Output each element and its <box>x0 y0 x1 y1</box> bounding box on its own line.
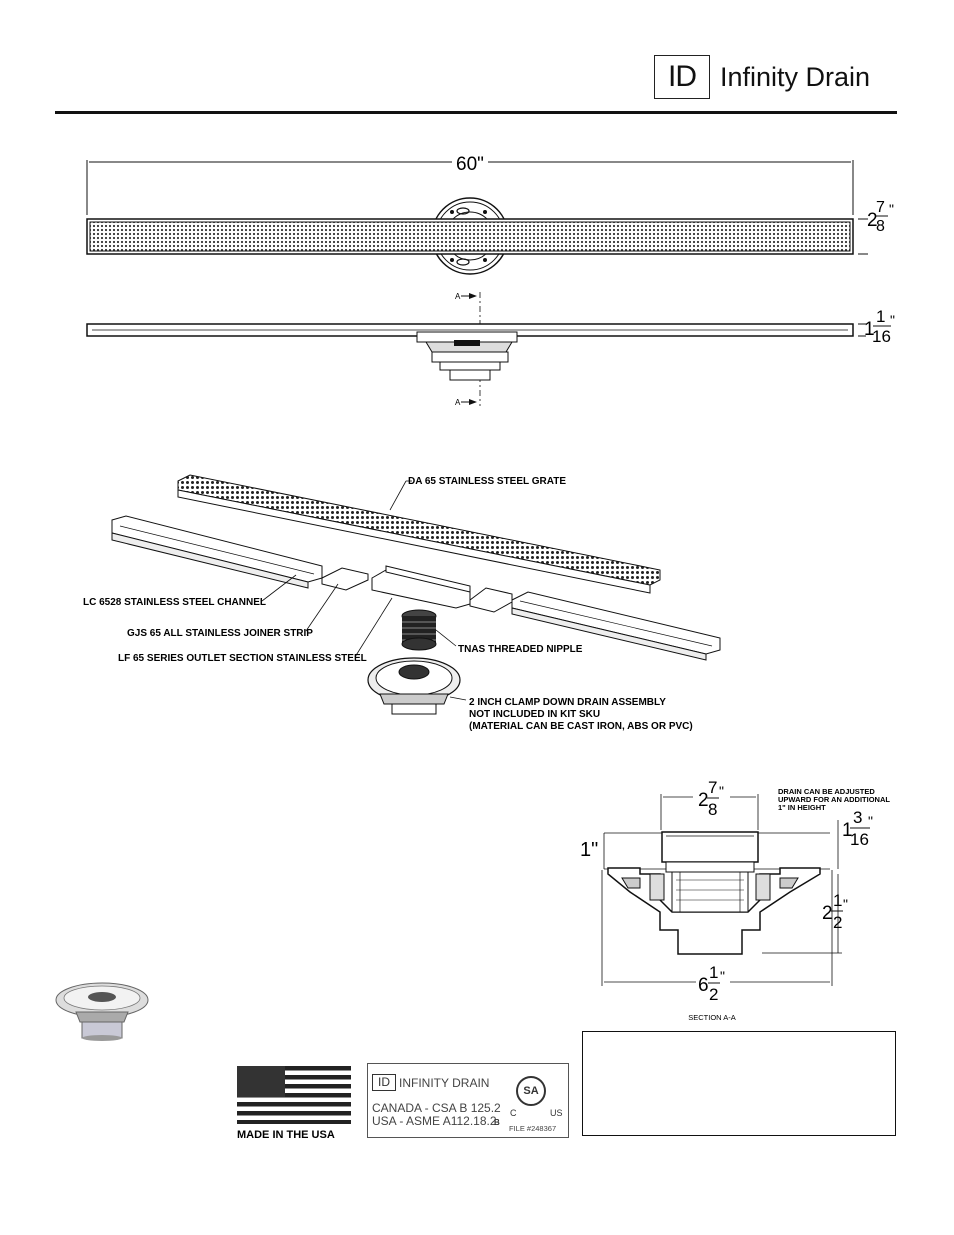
section-top-numerator: 7 <box>708 778 717 797</box>
section-bottom-denominator: 2 <box>709 985 718 1004</box>
cert-brand: INFINITY DRAIN <box>399 1076 490 1090</box>
usa-flag <box>237 1066 351 1124</box>
section-upper-unit: " <box>868 813 873 829</box>
cert-line-1: CANADA - CSA B 125.2 <box>372 1101 501 1115</box>
adjust-note-3: 1" IN HEIGHT <box>778 803 826 812</box>
section-upper-whole: 1 <box>842 820 853 841</box>
section-bottom-whole: 6 <box>698 975 709 996</box>
section-lower-unit: " <box>843 896 848 912</box>
csa-mark-icon: SA <box>516 1076 546 1106</box>
section-left-dimension: 1" <box>580 839 598 861</box>
callout-nipple: TNAS THREADED NIPPLE <box>458 644 583 655</box>
csa-c: C <box>510 1108 517 1118</box>
cert-b: B <box>494 1118 500 1127</box>
drain-thumbnail <box>55 982 149 1041</box>
width-whole: 2 <box>867 210 878 231</box>
section-mark-bottom: A <box>455 398 461 407</box>
drain-note-line-1: 2 INCH CLAMP DOWN DRAIN ASSEMBLY <box>469 697 666 708</box>
notes-box <box>582 1031 896 1136</box>
header-rule <box>55 111 897 114</box>
callout-joiner: GJS 65 ALL STAINLESS JOINER STRIP <box>127 628 313 639</box>
height-unit: " <box>890 312 895 328</box>
side-view <box>86 292 866 406</box>
drain-note-line-2: NOT INCLUDED IN KIT SKU <box>469 709 600 720</box>
cert-line-2: USA - ASME A112.18.2 <box>372 1114 497 1128</box>
section-top-unit: " <box>719 783 724 799</box>
adjust-note-2: UPWARD FOR AN ADDITIONAL <box>778 795 890 804</box>
logo-mark: ID <box>654 55 710 99</box>
adjust-note-1: DRAIN CAN BE ADJUSTED <box>778 787 875 796</box>
certification-badge <box>367 1063 569 1138</box>
section-bottom-unit: " <box>720 968 725 984</box>
width-denominator: 8 <box>876 218 885 235</box>
callout-outlet: LF 65 SERIES OUTLET SECTION STAINLESS ST… <box>118 653 367 664</box>
csa-us: US <box>550 1108 563 1118</box>
width-numerator: 7 <box>876 199 885 216</box>
top-view: 60" <box>86 154 868 275</box>
section-upper-denominator: 16 <box>850 830 869 849</box>
length-dimension: 60" <box>456 154 484 175</box>
section-view <box>601 794 842 986</box>
cert-logo: ID <box>372 1074 396 1091</box>
exploded-view <box>111 474 721 715</box>
callout-grate: DA 65 STAINLESS STEEL GRATE <box>408 476 566 487</box>
section-upper-numerator: 3 <box>853 808 862 827</box>
section-lower-whole: 2 <box>822 903 833 924</box>
logo-mark-text: ID <box>668 60 697 93</box>
drain-note-line-3: (MATERIAL CAN BE CAST IRON, ABS OR PVC) <box>469 721 693 732</box>
section-lower-numerator: 1 <box>833 891 842 910</box>
section-bottom-numerator: 1 <box>709 963 718 982</box>
height-numerator: 1 <box>876 307 885 326</box>
height-denominator: 16 <box>872 327 891 346</box>
height-whole: 1 <box>864 319 875 340</box>
section-caption: SECTION A-A <box>688 1013 736 1022</box>
section-lower-denominator: 2 <box>833 913 842 932</box>
width-unit: " <box>889 201 894 217</box>
cert-file-number: FILE #248367 <box>509 1124 557 1133</box>
section-top-whole: 2 <box>698 790 709 811</box>
section-mark-top: A <box>455 292 461 301</box>
brand-name: Infinity Drain <box>720 62 871 92</box>
callout-channel: LC 6528 STAINLESS STEEL CHANNEL <box>83 597 266 608</box>
section-top-denominator: 8 <box>708 800 717 819</box>
made-in-usa: MADE IN THE USA <box>237 1129 335 1141</box>
